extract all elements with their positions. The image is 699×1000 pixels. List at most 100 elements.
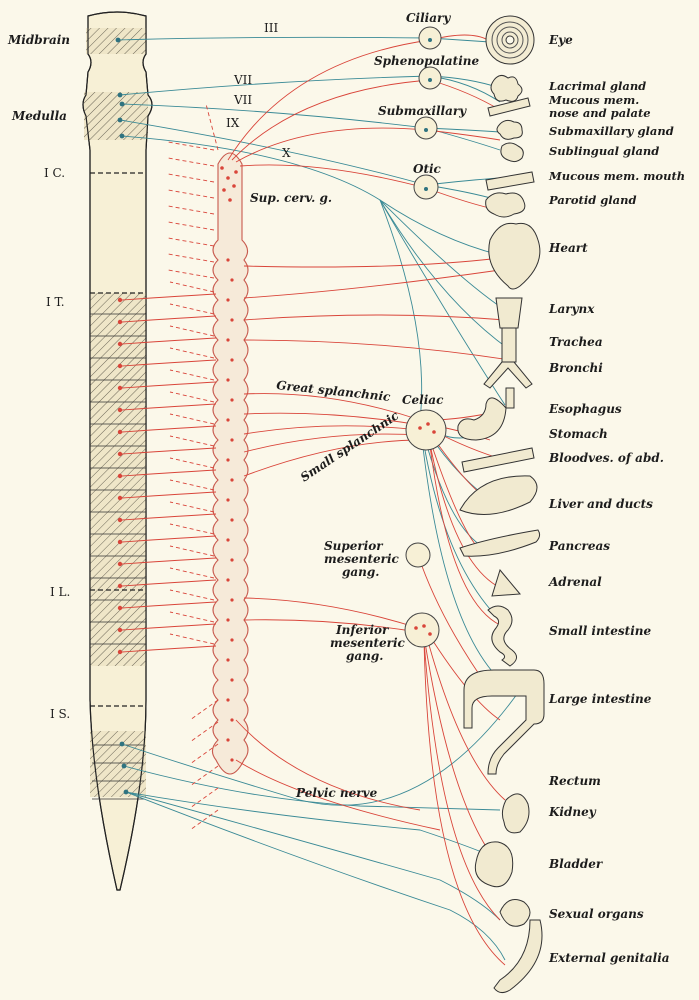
nose-palate-illustration [487,97,531,117]
sexual-label: Sexual organs [549,907,644,921]
parotid-label: Parotid gland [548,193,637,207]
cord-cell-sympathetic [117,495,123,501]
stomach-label: Stomach [549,427,608,441]
cord-cell-sympathetic [117,539,123,545]
nerve-vii-a-label: VII [233,73,252,87]
trachea-illustration [501,327,517,363]
sympathetic-chain [211,152,249,775]
inf-mesenteric-label-3: gang. [346,649,383,663]
bronchi-label: Bronchi [548,361,603,375]
eye-label: Eye [548,33,573,47]
chain-ganglion-cell [226,538,230,542]
spinal-cord [82,11,153,891]
chain-ganglion-cell [230,678,234,682]
chain-ganglion-cell [226,658,230,662]
abdominal-bloodvessels-illustration [461,447,535,473]
sup-cerv-cell [228,198,232,202]
ganglion-labels: Ciliary Sphenopalatine Submaxillary Otic… [250,11,479,663]
pancreas-illustration [459,529,541,557]
sup-cerv-label: Sup. cerv. g. [250,191,332,205]
nerve-vii-b-label: VII [233,93,252,107]
superior-mesenteric-ganglion [405,542,431,568]
inf-mesenteric-label-2: mesenteric [330,636,406,650]
cord-cell-sympathetic [117,429,123,435]
chain-ganglion-cell [226,418,230,422]
chain-ganglion-cell [226,578,230,582]
sup-cerv-cell [226,176,230,180]
mouth-mucosa-illustration [485,171,535,191]
cord-cell-sympathetic [117,473,123,479]
submax-gland-label: Submaxillary gland [549,124,674,138]
parasympathetic-nucleus [117,117,123,123]
l1-label: I L. [50,585,70,599]
great-splanchnic-label: Great splanchnic [276,378,392,404]
parasympathetic-nucleus [123,789,129,795]
sup-cerv-cell [232,184,236,188]
parasympathetic-nucleus [119,741,125,747]
cord-cell-sympathetic [117,319,123,325]
chain-ganglion-cell [230,518,234,522]
mucous-nose-label-2: nose and palate [549,106,651,120]
lacrimal-label: Lacrimal gland [548,79,646,93]
chain-ganglion-cell [226,338,230,342]
chain-ganglion-cell [226,698,230,702]
parasympathetic-nucleus [117,92,123,98]
nerve-ix-label: IX [226,116,240,130]
eye-illustration [485,15,535,65]
cord-labels: Midbrain Medulla I C. I T. I L. I S. [7,33,70,721]
celiac-label: Celiac [402,393,444,407]
sublingual-label: Sublingual gland [549,144,659,158]
cord-cell-sympathetic [117,561,123,567]
chain-ganglion-cell [230,398,234,402]
pelvic-nerve-label: Pelvic nerve [295,786,378,800]
chain-ganglion-cell [230,758,234,762]
sublingual-gland-illustration [500,142,524,163]
submaxillary-gland-illustration [496,119,523,140]
esophagus-illustration [505,387,515,409]
otic-label: Otic [413,162,442,176]
liver-illustration [459,475,538,515]
parasympathetic-nucleus [119,133,125,139]
sacral-segment [90,731,146,797]
parotid-gland-illustration [485,192,526,218]
parasympathetic-nucleus [121,763,127,769]
s1-label: I S. [50,707,70,721]
cord-cell-sympathetic [117,605,123,611]
inferior-mesenteric-ganglion [404,612,440,648]
cord-cell-sympathetic [117,517,123,523]
organ-labels: Eye Lacrimal gland Mucous mem. nose and … [548,33,685,965]
kidney-illustration [501,793,530,834]
thoracolumbar-segment [90,293,146,666]
medulla-segment [84,92,148,140]
bronchi-illustration [483,361,533,389]
sympathetic-fibers [121,34,511,966]
chain-ganglion-cell [230,718,234,722]
heart-illustration [488,222,541,290]
parasympathetic-nucleus [115,37,121,43]
cord-cell-sympathetic [117,297,123,303]
chain-ganglion-cell [226,298,230,302]
bladder-illustration [474,841,514,888]
cord-cell-sympathetic [117,363,123,369]
stomach-illustration [457,397,507,441]
chain-ganglion-cell [230,318,234,322]
cord-cell-sympathetic [117,451,123,457]
submaxillary-label: Submaxillary [378,104,467,118]
large-int-label: Large intestine [548,692,652,706]
peripheral-ganglia [404,26,447,648]
adrenal-illustration [491,568,522,597]
ciliary-label: Ciliary [406,11,451,25]
organs [457,15,545,994]
parasympathetic-fibers [117,36,521,961]
sup-cerv-cell [234,170,238,174]
nerve-labels: III VII VII IX X Pelvic nerve [226,21,378,800]
heart-label: Heart [548,241,588,255]
external-genitalia-illustration [493,919,543,994]
chain-ganglion-cell [226,618,230,622]
celiac-ganglion [405,409,447,451]
chain-ganglion-cell [226,258,230,262]
sup-mesenteric-label-3: gang. [342,565,379,579]
sup-mesenteric-label-2: mesenteric [324,552,400,566]
large-intestine-illustration [463,669,545,775]
